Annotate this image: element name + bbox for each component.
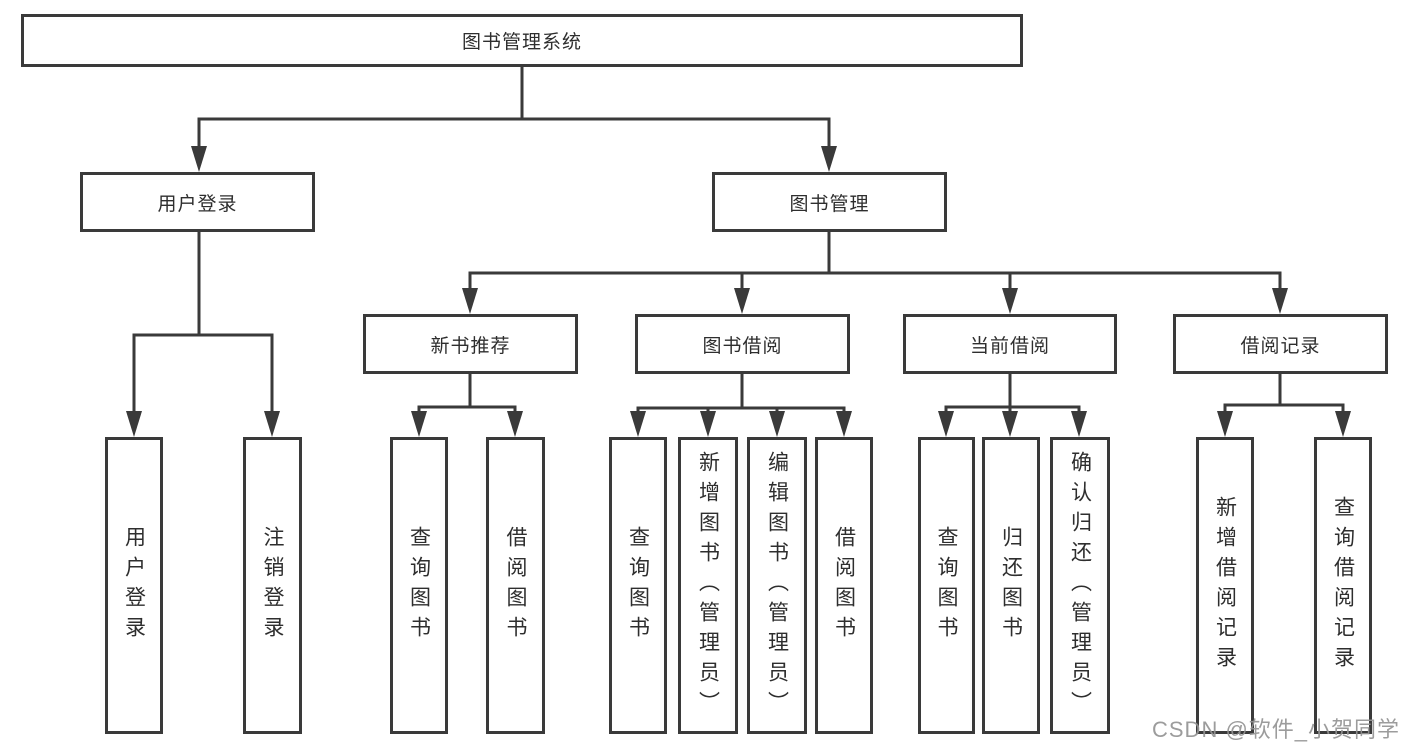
leaf-current-return-books: 归还图书 [982,437,1040,734]
leaf-current-confirm-return-admin: 确认归还（管理员） [1050,437,1110,734]
leaf-logout: 注销登录 [243,437,302,734]
node-user-login: 用户登录 [80,172,315,232]
leaf-borrow-edit-books-admin: 编辑图书（管理员） [747,437,807,734]
leaf-user-login: 用户登录 [105,437,163,734]
csdn-watermark: CSDN @软件_小贺同学 [1152,717,1401,742]
leaf-borrow-query-books: 查询图书 [609,437,667,734]
node-new-book-recommend: 新书推荐 [363,314,578,374]
node-library-system: 图书管理系统 [21,14,1023,67]
leaf-recommend-query-books: 查询图书 [390,437,448,734]
node-current-borrowing: 当前借阅 [903,314,1117,374]
leaf-records-add-borrow-record: 新增借阅记录 [1196,437,1254,734]
node-book-management: 图书管理 [712,172,947,232]
leaf-borrow-add-books-admin: 新增图书（管理员） [678,437,738,734]
node-book-borrowing: 图书借阅 [635,314,850,374]
leaf-recommend-borrow-books: 借阅图书 [486,437,545,734]
leaf-borrow-borrow-books: 借阅图书 [815,437,873,734]
node-borrowing-records: 借阅记录 [1173,314,1388,374]
leaf-current-query-books: 查询图书 [918,437,975,734]
leaf-records-query-borrow-record: 查询借阅记录 [1314,437,1372,734]
